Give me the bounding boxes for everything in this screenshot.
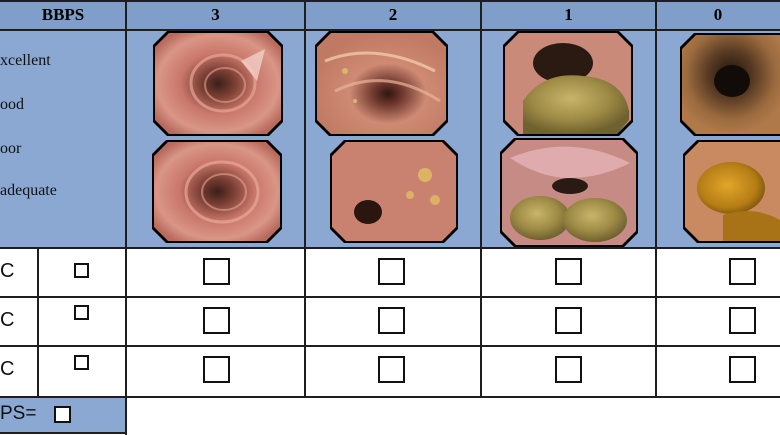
grid-line — [125, 0, 127, 435]
grid-line — [37, 247, 39, 398]
quality-label-poor: oor — [0, 140, 22, 157]
segment-score-checkbox[interactable] — [74, 263, 89, 278]
grid-line — [480, 0, 482, 398]
colon-dark-image — [680, 33, 780, 136]
header-score-label: 0 — [713, 5, 723, 24]
segment-row-label: C — [0, 260, 15, 282]
colon-solid-stool-image — [500, 138, 638, 247]
header-score-3: 3 — [126, 0, 305, 30]
score-1-checkbox[interactable] — [555, 258, 582, 285]
score-3-checkbox[interactable] — [203, 307, 230, 334]
colon-mild-residue-image — [330, 140, 458, 243]
segment-row-label: C — [0, 358, 15, 380]
score-0-checkbox[interactable] — [729, 356, 756, 383]
grid-line — [655, 0, 657, 398]
colon-stool-image — [503, 31, 633, 136]
quality-label-excellent: xcellent — [0, 52, 51, 69]
colon-yellow-stool-image — [683, 140, 780, 243]
score-1-checkbox[interactable] — [555, 356, 582, 383]
quality-label-panel: xcellent ood oor adequate — [0, 30, 126, 248]
grid-line — [0, 29, 780, 31]
score-2-checkbox[interactable] — [378, 307, 405, 334]
quality-label-good: ood — [0, 96, 24, 113]
score-0-checkbox[interactable] — [729, 307, 756, 334]
colon-clean-image — [152, 140, 282, 243]
score-1-checkbox[interactable] — [555, 307, 582, 334]
segment-score-checkbox[interactable] — [74, 305, 89, 320]
grid-line — [0, 345, 780, 347]
score-3-checkbox[interactable] — [203, 356, 230, 383]
score-3-checkbox[interactable] — [203, 258, 230, 285]
grid-line — [0, 432, 126, 434]
header-score-label: 2 — [388, 5, 398, 24]
score-2-checkbox[interactable] — [378, 258, 405, 285]
header-score-label: 1 — [564, 5, 573, 24]
grid-line — [0, 296, 780, 298]
header-bbps: BBPS — [0, 0, 126, 30]
quality-label-inadequate: adequate — [0, 182, 57, 199]
grid-line — [0, 396, 780, 398]
total-score-label: PS= — [0, 403, 37, 424]
header-bbps-label: BBPS — [41, 5, 85, 24]
segment-score-checkbox[interactable] — [74, 355, 89, 370]
colon-clean-image — [153, 31, 283, 136]
header-score-0: 0 — [656, 0, 780, 30]
grid-line — [0, 0, 780, 2]
total-score-panel: PS= — [0, 397, 126, 433]
grid-line — [304, 0, 306, 398]
segment-row-label: C — [0, 309, 15, 331]
header-score-1: 1 — [481, 0, 656, 30]
colon-clean-image — [315, 31, 448, 136]
header-score-label: 3 — [211, 5, 220, 24]
grid-line — [0, 247, 780, 249]
total-score-checkbox[interactable] — [54, 406, 71, 423]
score-2-checkbox[interactable] — [378, 356, 405, 383]
score-0-checkbox[interactable] — [729, 258, 756, 285]
header-score-2: 2 — [305, 0, 481, 30]
